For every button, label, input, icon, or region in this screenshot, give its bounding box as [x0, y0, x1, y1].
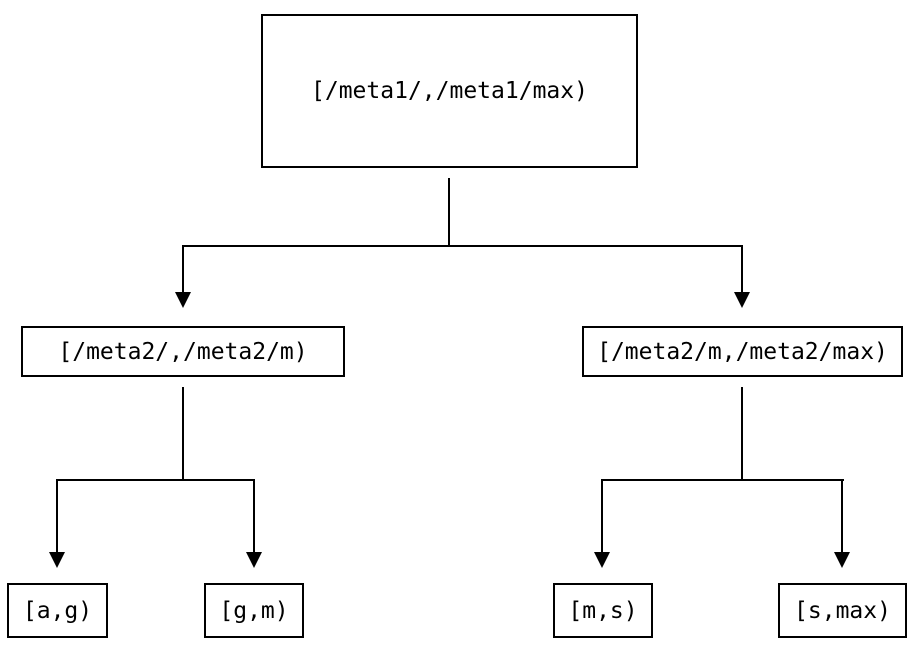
connector-level1-right-drop	[741, 245, 743, 292]
connector-right-drop-smax	[841, 479, 843, 552]
connector-left-horizontal	[56, 479, 255, 481]
connector-left-stem	[182, 387, 184, 480]
leaf-node-s-max-label: [s,max)	[794, 597, 891, 624]
node-meta2-upper-interval: [/meta2/m,/meta2/max)	[582, 326, 903, 377]
connector-right-horizontal	[601, 479, 844, 481]
arrow-down-icon	[734, 292, 750, 308]
leaf-node-a-g: [a,g)	[7, 583, 108, 638]
leaf-node-g-m: [g,m)	[204, 583, 304, 638]
leaf-node-g-m-label: [g,m)	[219, 597, 289, 624]
node-meta2-lower-interval: [/meta2/,/meta2/m)	[21, 326, 345, 377]
node-meta2-lower-label: [/meta2/,/meta2/m)	[58, 338, 308, 365]
arrow-down-icon	[834, 552, 850, 568]
node-root-interval: [/meta1/,/meta1/max)	[261, 14, 638, 168]
connector-level1-left-drop	[182, 245, 184, 292]
connector-level1-horizontal	[182, 245, 743, 247]
arrow-down-icon	[246, 552, 262, 568]
arrow-down-icon	[49, 552, 65, 568]
leaf-node-s-max: [s,max)	[778, 583, 907, 638]
arrow-down-icon	[594, 552, 610, 568]
connector-right-stem	[741, 387, 743, 480]
leaf-node-a-g-label: [a,g)	[22, 597, 93, 624]
connector-right-drop-ms	[601, 479, 603, 552]
connector-root-stem	[448, 178, 450, 246]
node-root-label: [/meta1/,/meta1/max)	[311, 78, 588, 104]
leaf-node-m-s: [m,s)	[553, 583, 653, 638]
connector-left-drop-ag	[56, 479, 58, 552]
arrow-down-icon	[175, 292, 191, 308]
connector-left-drop-gm	[253, 479, 255, 552]
node-meta2-upper-label: [/meta2/m,/meta2/max)	[597, 338, 888, 365]
leaf-node-m-s-label: [m,s)	[568, 597, 638, 624]
